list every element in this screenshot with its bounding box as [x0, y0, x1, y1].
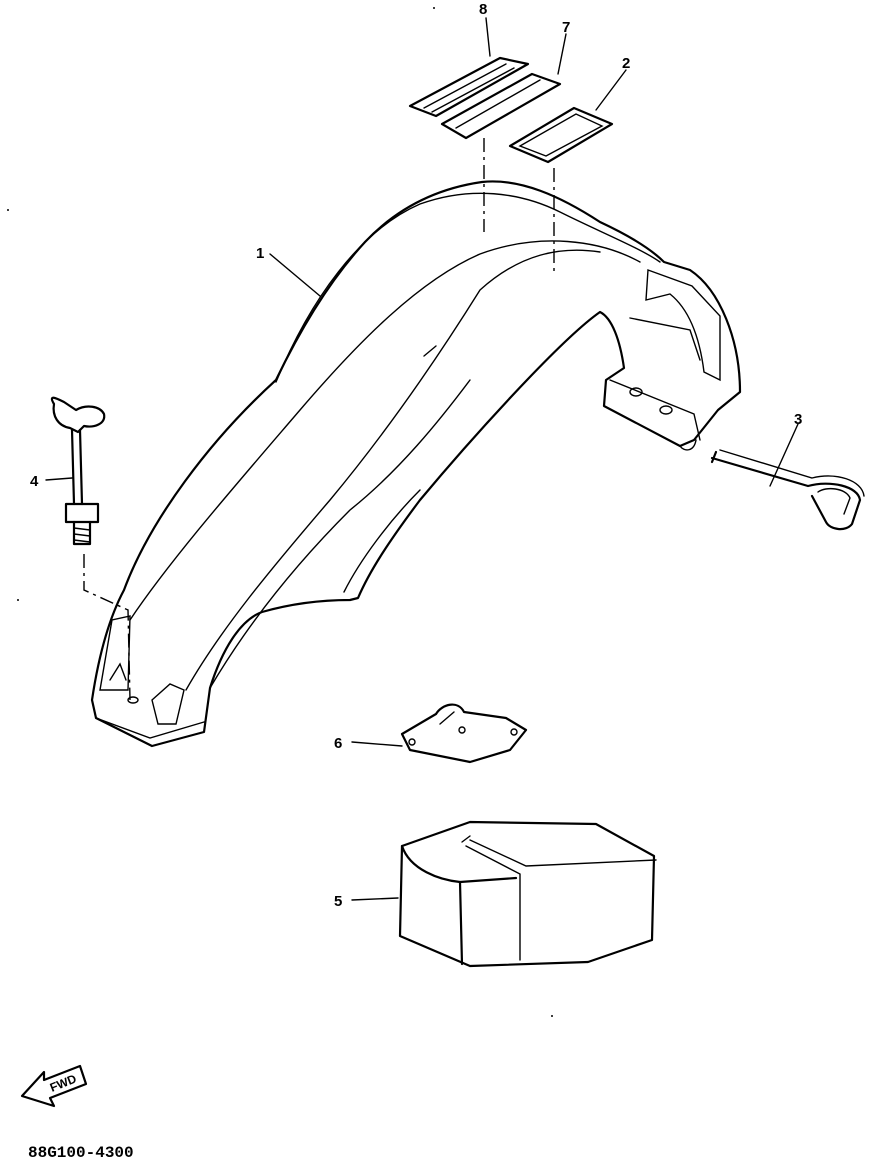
part-2-plate [508, 106, 614, 164]
part-1-rear-fender [90, 180, 742, 748]
part-5-box [398, 820, 657, 968]
speck [551, 1015, 553, 1017]
speck [17, 599, 19, 601]
callout-3: 3 [794, 411, 802, 428]
part-4-wing-bolt [50, 396, 106, 546]
callout-5: 5 [334, 893, 342, 910]
callout-6: 6 [334, 735, 342, 752]
speck [7, 209, 9, 211]
part-8-pad [408, 56, 530, 118]
part-3-rod [710, 449, 865, 531]
fwd-label: FWD [48, 1071, 79, 1094]
speck [433, 7, 435, 9]
part-7-pad [440, 72, 562, 140]
assembly-line-4 [83, 554, 131, 701]
drawing-code: 88G100-4300 [28, 1144, 134, 1159]
callout-8: 8 [479, 1, 487, 18]
fwd-arrow-icon: FWD [20, 1064, 88, 1108]
part-6-bracket [400, 703, 528, 764]
callout-7: 7 [562, 19, 570, 36]
leader-lines [45, 17, 799, 901]
callout-2: 2 [622, 55, 630, 72]
callout-1: 1 [256, 245, 264, 262]
callout-4: 4 [30, 473, 39, 490]
